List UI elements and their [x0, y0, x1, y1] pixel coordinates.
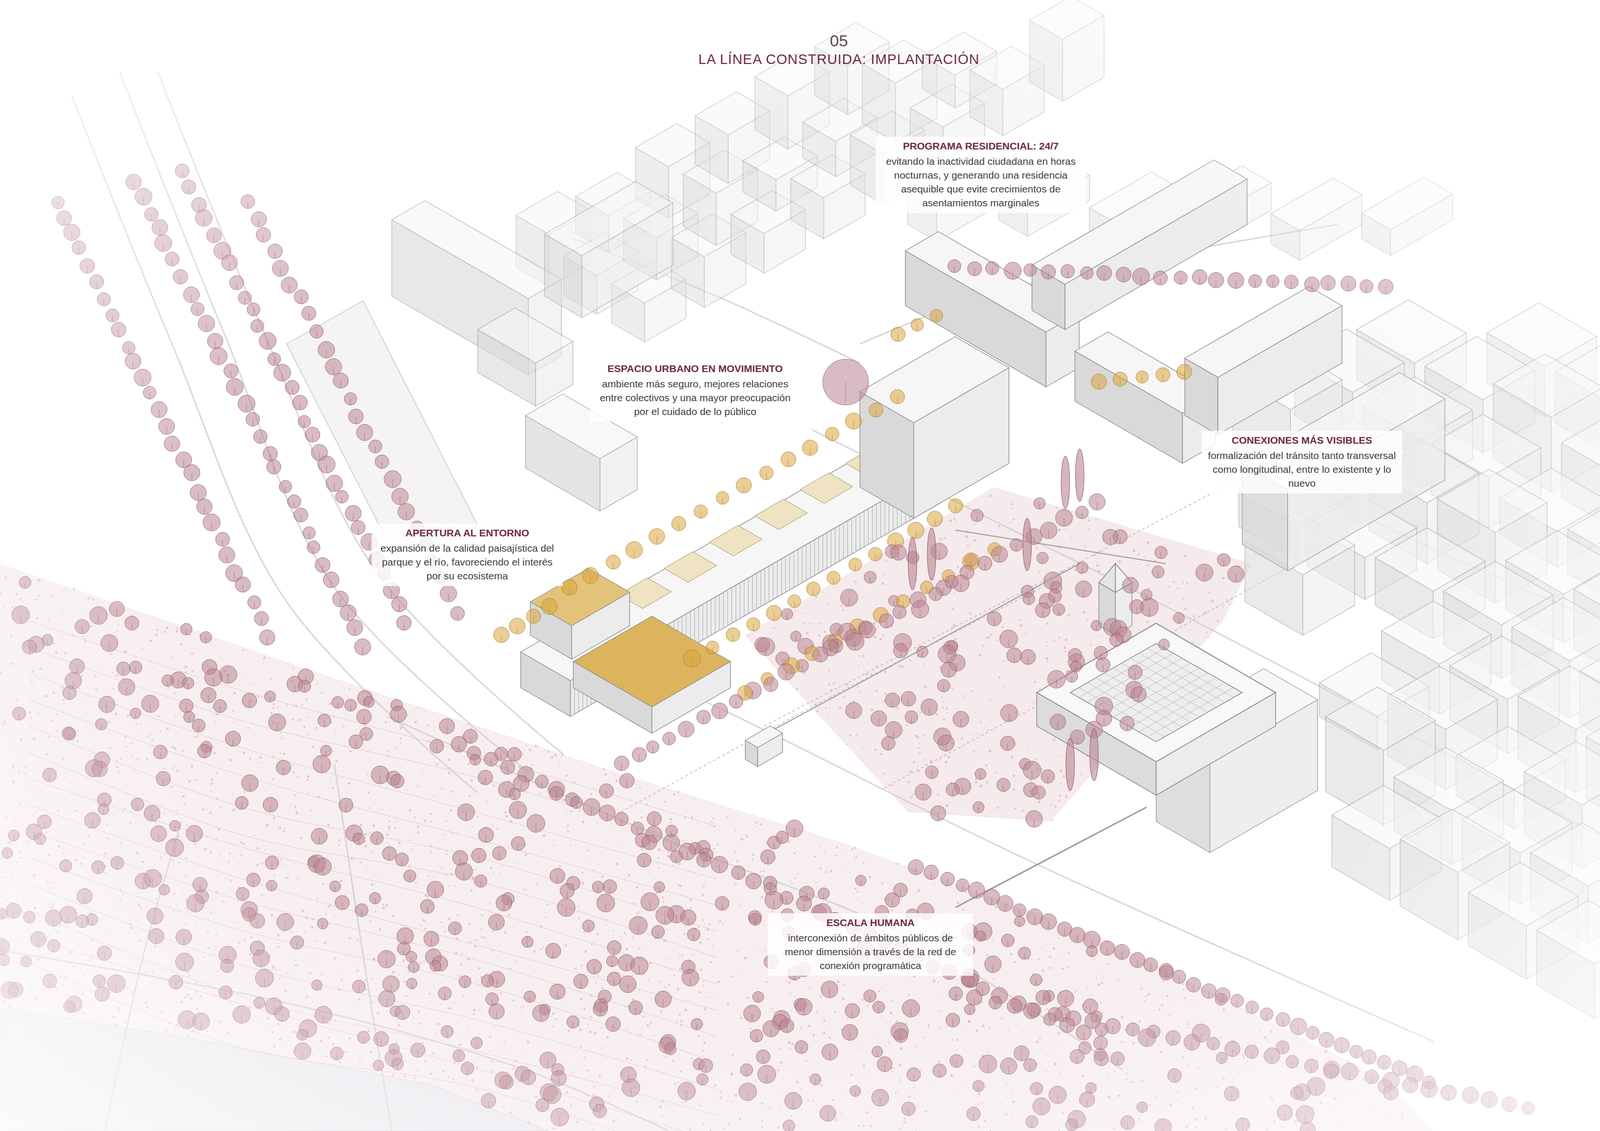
stage: LA LÍNEA CONSTRUIDA: IMPLANTACIÓN05PROGR… [0, 0, 1600, 1131]
